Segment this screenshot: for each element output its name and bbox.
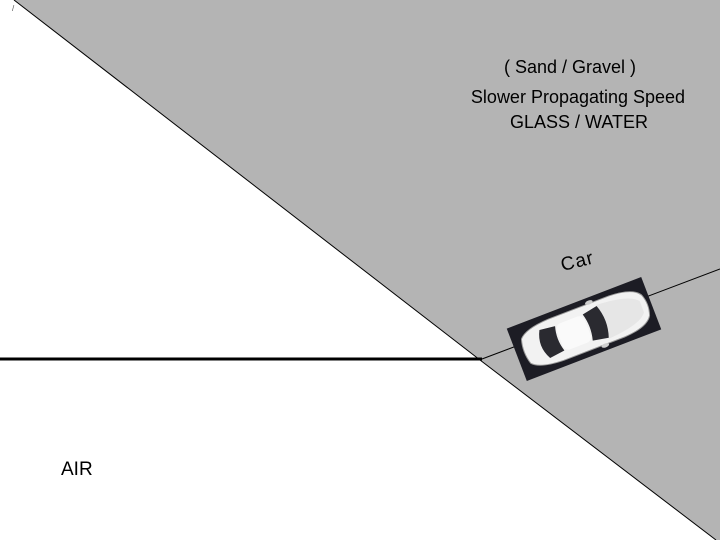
speed-label: Slower Propagating Speed <box>471 87 685 108</box>
region-label: ( Sand / Gravel ) <box>504 57 636 78</box>
slow-medium-region <box>14 0 720 540</box>
corner-mark: / <box>12 4 14 13</box>
air-label: AIR <box>61 459 93 481</box>
material-label: GLASS / WATER <box>510 112 648 133</box>
